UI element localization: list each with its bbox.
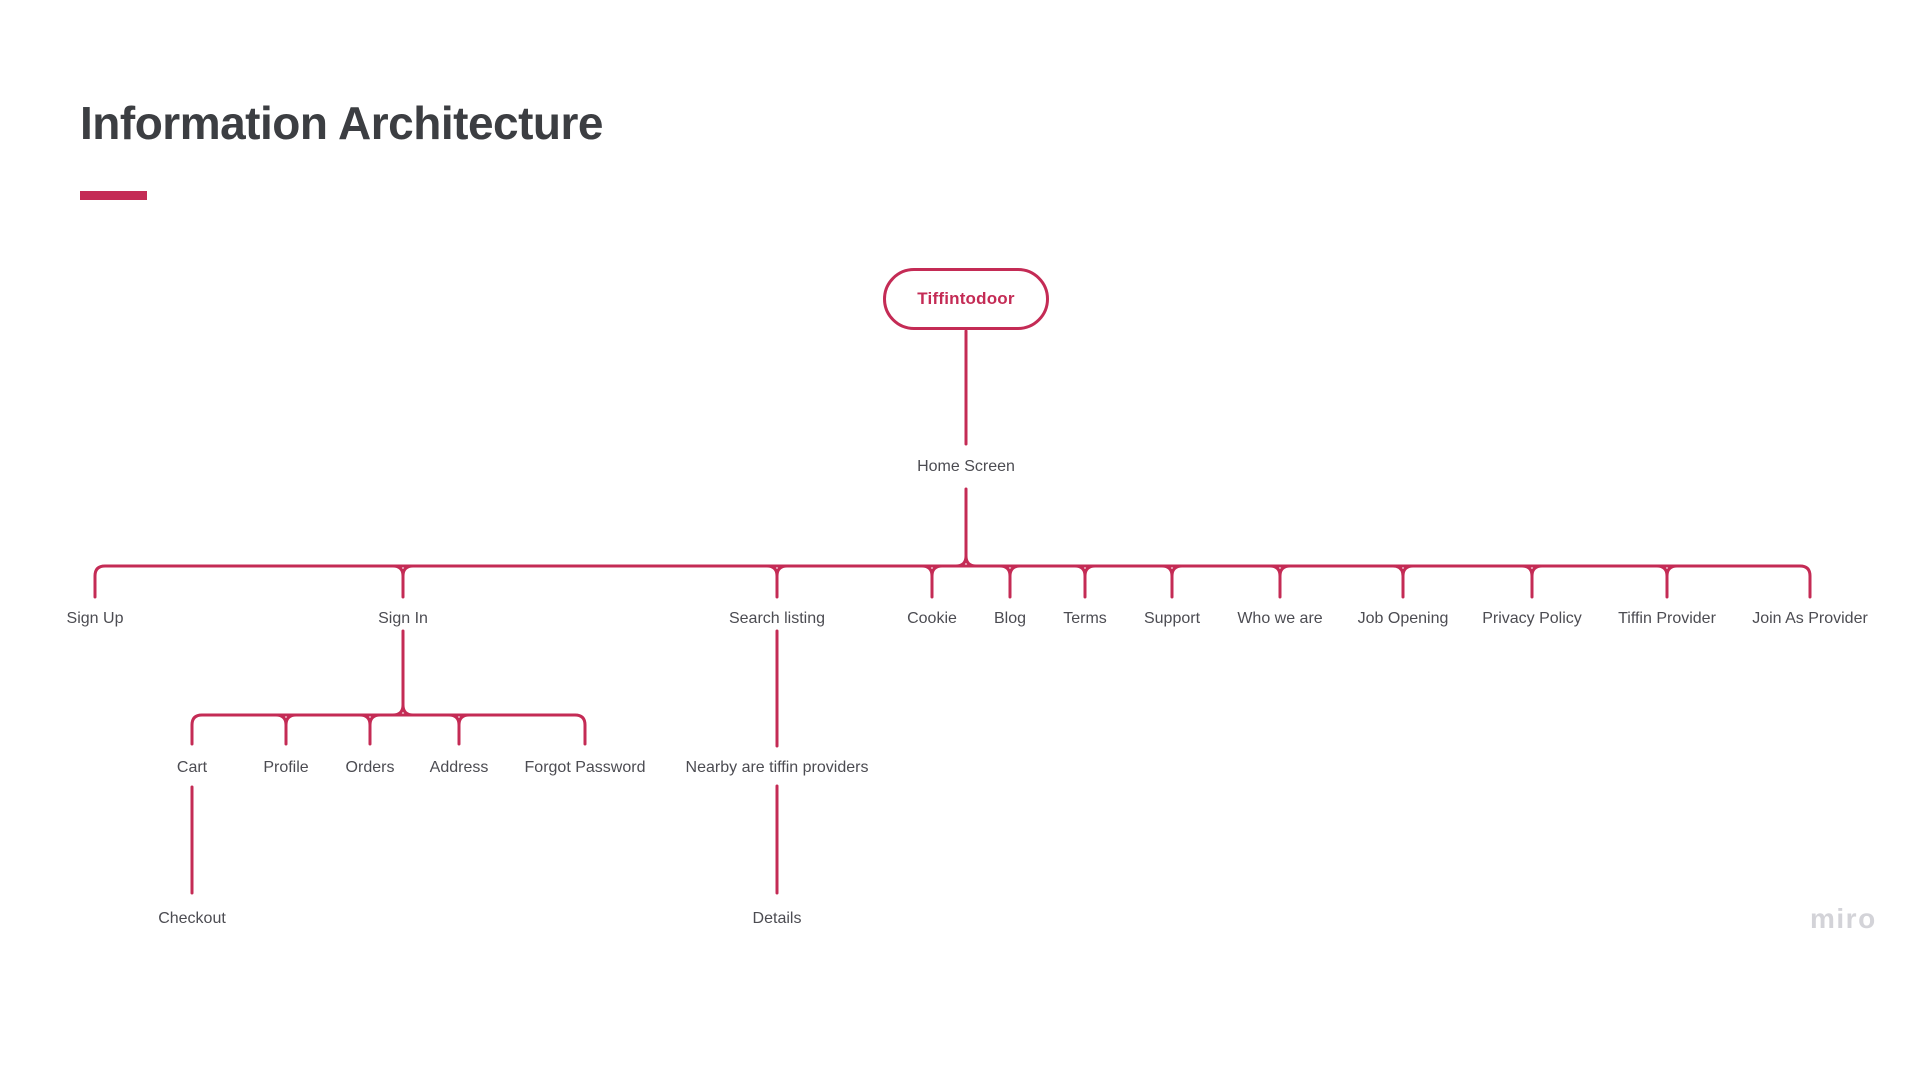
node-home-screen[interactable]: Home Screen (917, 458, 1015, 475)
node-orders[interactable]: Orders (345, 759, 395, 776)
page-title: Information Architecture (80, 97, 604, 149)
node-tiffin-provider[interactable]: Tiffin Provider (1618, 610, 1716, 627)
node-root-label: Tiffintodoor (917, 289, 1015, 308)
connector-signin-to-subbranch (391, 629, 415, 717)
node-root[interactable]: Tiffintodoor (883, 268, 1049, 330)
node-nearby-providers[interactable]: Nearby are tiffin providers (685, 759, 869, 776)
node-who-we-are[interactable]: Who we are (1237, 610, 1323, 627)
node-forgot-password[interactable]: Forgot Password (524, 759, 646, 776)
signin-subbranch-line (190, 713, 587, 746)
main-branch-drops (391, 564, 1679, 599)
node-address[interactable]: Address (429, 759, 489, 776)
node-checkout[interactable]: Checkout (158, 910, 226, 927)
node-sign-in[interactable]: Sign In (378, 610, 428, 627)
node-support[interactable]: Support (1143, 610, 1201, 627)
signin-subbranch-drops (274, 713, 471, 746)
miro-watermark: miro (1810, 903, 1877, 934)
node-terms[interactable]: Terms (1063, 610, 1107, 627)
node-profile[interactable]: Profile (263, 759, 309, 776)
node-cart[interactable]: Cart (176, 759, 208, 776)
node-sign-up[interactable]: Sign Up (66, 610, 124, 627)
node-job-opening[interactable]: Job Opening (1357, 610, 1449, 627)
node-cookie[interactable]: Cookie (907, 610, 957, 627)
node-blog[interactable]: Blog (993, 610, 1027, 627)
node-join-as-provider[interactable]: Join As Provider (1752, 610, 1868, 627)
node-privacy-policy[interactable]: Privacy Policy (1482, 610, 1582, 627)
title-accent-dash (80, 191, 147, 200)
main-branch-line (93, 564, 1812, 599)
node-details[interactable]: Details (752, 910, 802, 927)
connector-home-to-branch (954, 487, 978, 568)
node-search-listing[interactable]: Search listing (728, 610, 826, 627)
